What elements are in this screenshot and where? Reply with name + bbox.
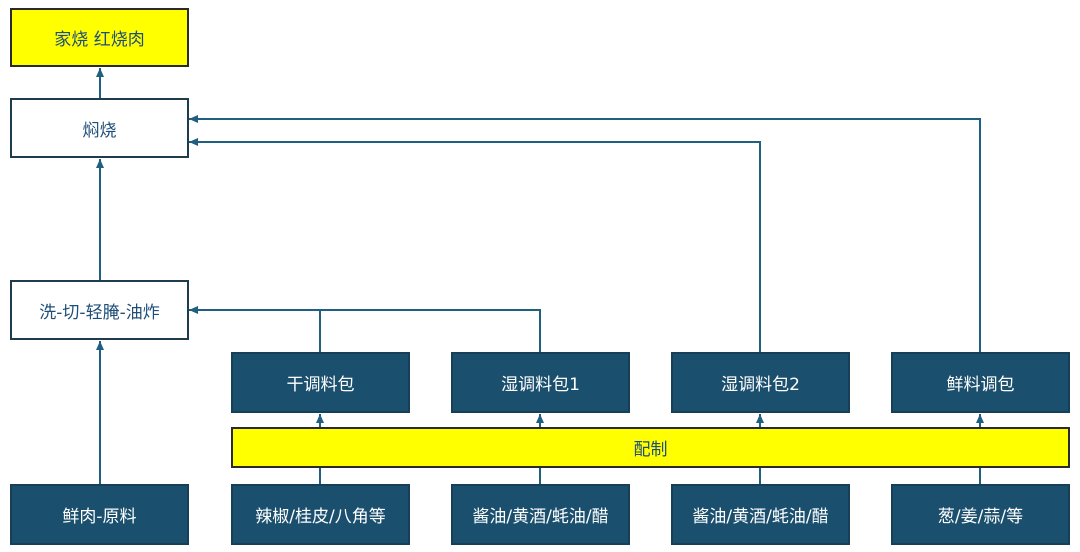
edge-fresh-pack-to-braise: [189, 115, 981, 352]
node-wet-pack-2: 湿调料包2: [671, 352, 850, 413]
edge-wet-pack-2-to-braise: [189, 138, 761, 352]
node-braise: 焖烧: [10, 98, 189, 158]
edge-wet-pack-1-to-prep: [320, 309, 541, 352]
node-dry-pack: 干调料包: [231, 352, 410, 413]
node-prep: 洗-切-轻腌-油炸: [10, 280, 189, 340]
node-fresh-pack: 鲜料调包: [891, 352, 1070, 413]
node-spices: 辣椒/桂皮/八角等: [231, 484, 410, 545]
edge-dry-pack-to-prep: [189, 306, 321, 352]
node-mixing-bar: 配制: [231, 427, 1070, 468]
node-raw: 鲜肉-原料: [10, 484, 189, 545]
node-sauces-1: 酱油/黄酒/蚝油/醋: [451, 484, 630, 545]
node-dish: 家烧 红烧肉: [10, 8, 189, 67]
node-wet-pack-1: 湿调料包1: [451, 352, 630, 413]
node-aromatics: 葱/姜/蒜/等: [891, 484, 1070, 545]
node-sauces-2: 酱油/黄酒/蚝油/醋: [671, 484, 850, 545]
